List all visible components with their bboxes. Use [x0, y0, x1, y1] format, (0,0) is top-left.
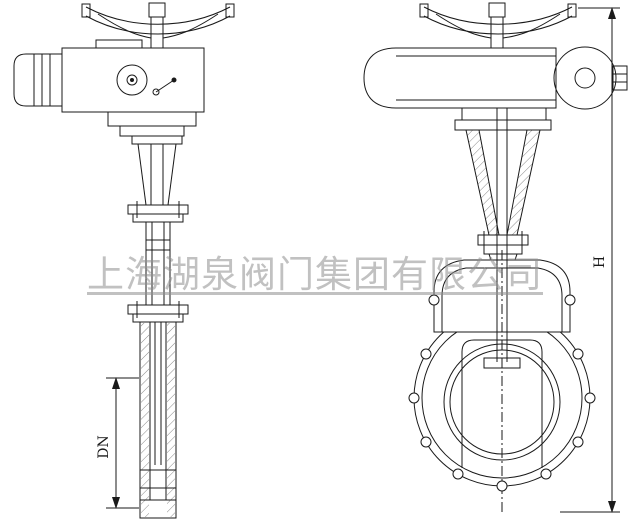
actuator-side-icon — [13, 39, 205, 145]
actuator-front-icon — [363, 46, 628, 121]
handwheel-side-icon — [81, 2, 235, 49]
flange-bolts-icon — [408, 294, 596, 492]
valve-body-side-icon — [139, 321, 177, 519]
yoke-front-icon — [454, 119, 552, 267]
valve-body-front-icon — [408, 108, 596, 512]
dn-dimension-label: DN — [96, 435, 112, 458]
front-view: H — [363, 2, 628, 513]
h-dimension: H — [560, 7, 620, 513]
handwheel-front-icon — [419, 2, 577, 49]
h-dimension-label: H — [592, 256, 608, 268]
side-view: DN — [13, 2, 235, 519]
dn-dimension: DN — [96, 377, 139, 509]
yoke-side-icon — [127, 143, 189, 323]
